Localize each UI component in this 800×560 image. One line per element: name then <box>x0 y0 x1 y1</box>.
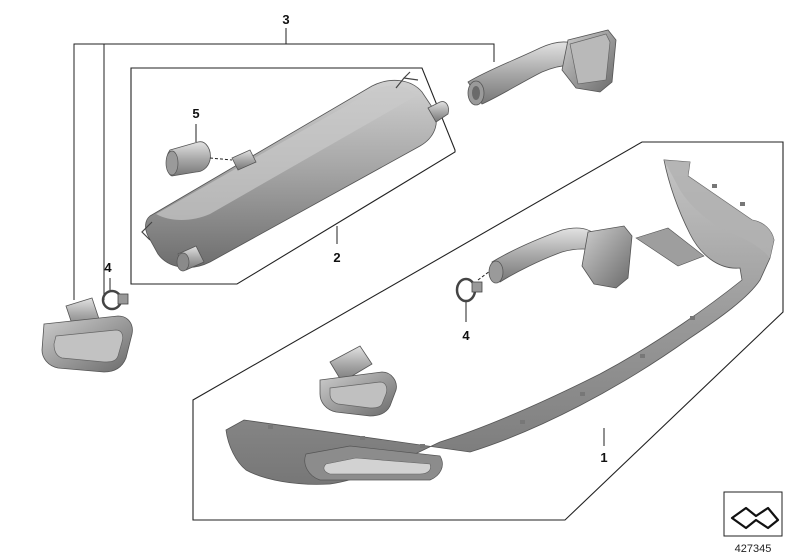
document-number: 427345 <box>735 543 772 555</box>
upper-tailpipe-tip <box>467 29 617 106</box>
callout-4-center: 4 <box>462 328 470 343</box>
rear-muffler <box>141 71 449 272</box>
parts-kit-symbol-icon <box>723 491 783 537</box>
bumper-frame <box>192 141 784 521</box>
left-exhaust-tip <box>41 297 133 373</box>
callout-3: 3 <box>282 12 289 27</box>
clamp-4-left <box>101 278 129 311</box>
callout-5: 5 <box>192 106 199 121</box>
callout-4-left: 4 <box>104 260 112 275</box>
group-3-bracket <box>73 28 495 300</box>
callout-2: 2 <box>333 250 340 265</box>
bumper-tailpipe <box>488 225 633 289</box>
clamp-4-center <box>455 267 495 322</box>
bumper-lower-tip <box>319 345 397 417</box>
callout-1: 1 <box>600 450 607 465</box>
rear-diffuser <box>225 159 775 485</box>
clamp-sleeve-5 <box>165 124 233 177</box>
muffler-frame <box>130 67 456 285</box>
